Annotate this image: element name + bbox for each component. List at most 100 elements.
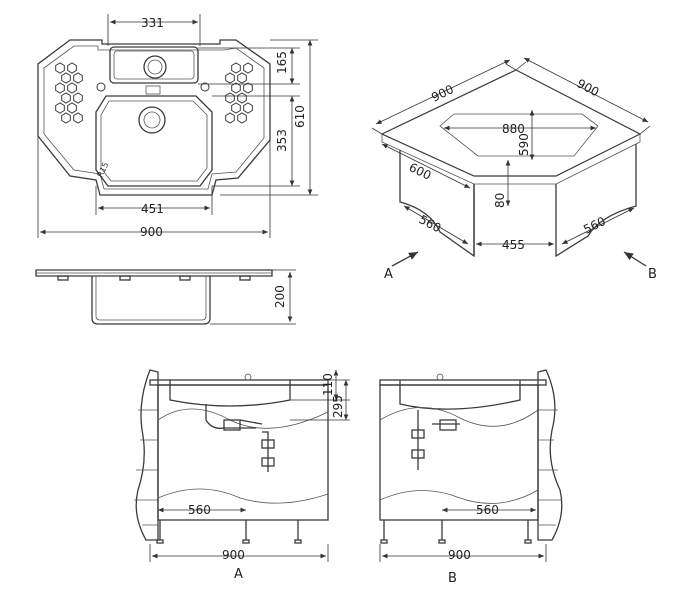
dim-295: 295 (331, 395, 345, 418)
drainer-hole (237, 112, 247, 124)
drainer-hole (67, 82, 77, 94)
elev-b-sink (399, 380, 521, 410)
drainer-hole (243, 102, 253, 114)
tap-hole-right (200, 82, 210, 92)
elev-a-label: A (234, 567, 243, 582)
dim-line-600 (381, 143, 471, 189)
dim-165: 165 (275, 51, 289, 74)
profile-bowl (91, 276, 211, 325)
profile-flange (35, 269, 273, 277)
view-label-a: A (384, 267, 393, 282)
side-profile-view: 200 (35, 269, 296, 325)
dim-ext (515, 61, 527, 71)
dim-451: 451 (141, 202, 164, 216)
small-bowl-drain (143, 55, 167, 79)
elev-a-sink (169, 380, 291, 407)
elev-b-pipe-joint (411, 429, 425, 439)
sink-inner-outline (43, 45, 265, 190)
clip (239, 275, 251, 281)
clip (57, 275, 69, 281)
elev-a-pipe-joint (261, 457, 275, 467)
dim-iso-560-right: 560 (581, 214, 608, 237)
drainer-hole (55, 62, 65, 74)
view-label-b: B (648, 267, 657, 282)
drainer-hole (237, 92, 247, 104)
dim-ext (371, 127, 383, 135)
clip (179, 275, 191, 281)
drainer-hole (55, 102, 65, 114)
drainer-hole (225, 72, 235, 84)
dim-353: 353 (275, 129, 289, 152)
dim-elev-a-560: 560 (188, 503, 211, 517)
iso-countertop-edge (381, 134, 641, 185)
large-bowl-drain (138, 106, 166, 134)
large-bowl (95, 95, 213, 187)
elev-a-wave-bottom (157, 488, 329, 504)
large-bowl-inner (100, 100, 208, 182)
elev-b-bricks (538, 409, 562, 526)
elev-b-cabinet (379, 384, 539, 521)
dim-elev-a-900: 900 (222, 548, 245, 562)
elev-a-pipe-joint (261, 439, 275, 449)
dim-200: 200 (273, 285, 287, 308)
drainer-hole (243, 82, 253, 94)
view-arrow-b (623, 251, 647, 267)
view-arrow-a (391, 251, 419, 267)
drainer-hole (73, 112, 83, 124)
drainer-hole (73, 72, 83, 84)
dim-line-iso-900-left (375, 59, 511, 125)
drainer-hole (67, 102, 77, 114)
dim-ext (505, 63, 517, 71)
elev-b-plumbing (417, 410, 460, 470)
small-bowl-inner (113, 50, 195, 80)
dim-880: 880 (502, 122, 525, 136)
dim-elev-b-900: 900 (448, 548, 471, 562)
dim-590: 590 (517, 133, 531, 156)
elev-a-wave-top (157, 408, 329, 429)
elev-b-label: B (448, 571, 457, 586)
drainer-hole (231, 82, 241, 94)
dim-455: 455 (502, 238, 525, 252)
drainer-hole (61, 72, 71, 84)
elev-b-legs (380, 520, 532, 544)
dim-line-iso-560-right (561, 207, 635, 245)
elev-b-trap (439, 419, 457, 431)
elev-a-wall (135, 369, 159, 541)
dim-elev-b-560: 560 (476, 503, 499, 517)
overflow-slot (145, 85, 161, 95)
dim-80: 80 (493, 193, 507, 208)
dim-610: 610 (293, 105, 307, 128)
elev-a-bricks (134, 409, 158, 526)
elev-a-cabinet (157, 384, 329, 521)
sink-outline (37, 39, 271, 196)
top-view: R15 331 165 353 610 451 900 (37, 14, 318, 239)
dim-331: 331 (141, 16, 164, 30)
elev-a-tap (244, 373, 252, 381)
elevation-b: 560 900 B (379, 369, 563, 586)
elev-a-trap (223, 419, 241, 431)
drainer-hole (73, 92, 83, 104)
drainer-hole (243, 62, 253, 74)
iso-view: 900 900 880 590 600 80 560 560 455 A B (371, 57, 657, 282)
elev-b-wave-bottom (379, 489, 539, 504)
drainer-hole (61, 112, 71, 124)
drainer-hole (231, 62, 241, 74)
elev-b-tap (436, 373, 444, 381)
large-bowl-drain-inner (143, 111, 161, 129)
dim-110: 110 (321, 373, 335, 396)
drainer-hole (67, 62, 77, 74)
clip (119, 275, 131, 281)
right-drainer-holes (225, 62, 253, 124)
elev-b-pipe-joint (411, 449, 425, 459)
drainer-hole (225, 112, 235, 124)
radius-label: R15 (96, 161, 111, 179)
small-bowl (109, 46, 199, 84)
dim-line-iso-900-right (523, 57, 649, 123)
small-bowl-drain-inner (147, 59, 163, 75)
elev-b-countertop (379, 379, 547, 386)
elev-a-plumbing (205, 404, 269, 472)
drainer-hole (231, 102, 241, 114)
dim-ext (639, 125, 651, 135)
